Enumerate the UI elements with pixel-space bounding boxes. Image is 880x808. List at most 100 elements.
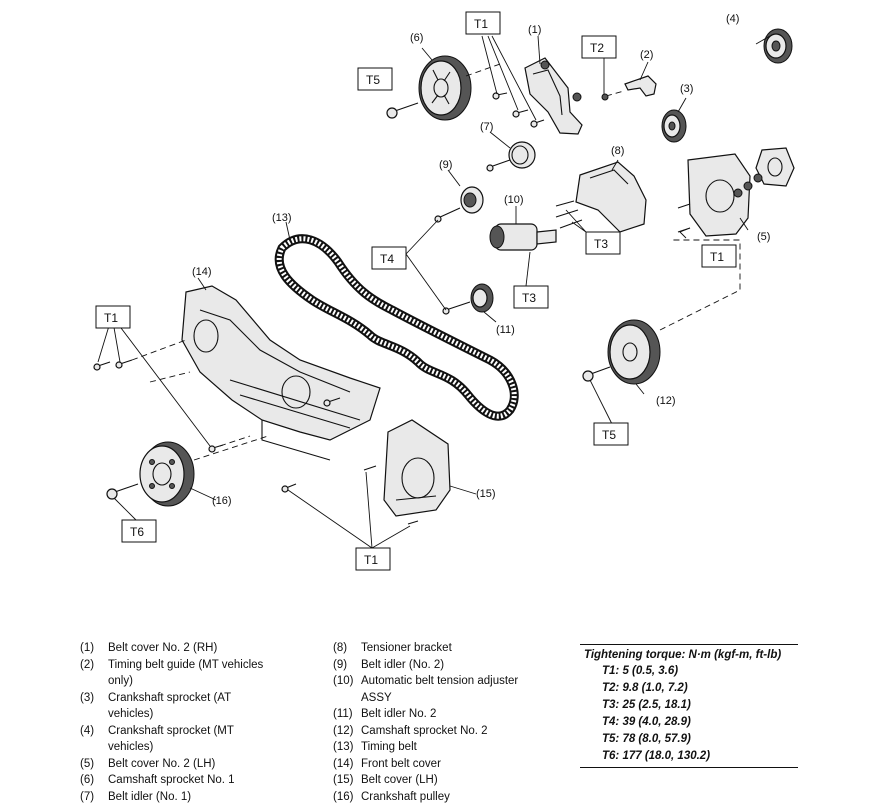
legend-item-label: Belt cover No. 2 (LH) [108,757,216,770]
belt-cover-2-rh [524,57,583,135]
legend-item-number [80,673,108,690]
legend-item-number: (12) [333,724,354,737]
svg-text:T3: T3 [522,291,536,305]
timing-belt [274,234,519,421]
legend-item: (14) Front belt cover [333,756,563,773]
legend-item-number: (6) [80,774,95,786]
legend-item-label: Belt idler (No. 1) [108,790,192,803]
callout-3: (3) [680,83,693,95]
callout-1: (1) [528,24,541,36]
legend-item-number: (11) [333,708,353,720]
legend-item-number: (4) [80,724,95,737]
torque-row: T3: 25 (2.5, 18.1) [602,699,691,711]
legend-item-number: (8) [333,642,348,654]
torque-box-t5-lower: T5 [593,422,629,446]
svg-text:T1: T1 [710,250,724,264]
belt-cover-2-lh [677,147,795,237]
torque-row: T1: 5 (0.5, 3.6) [602,665,679,677]
legend-item: (8) Tensioner bracket [333,640,563,657]
callout-10: (10) [504,194,524,206]
legend-item-label: Belt cover (LH) [361,774,438,786]
callout-6: (6) [410,32,423,44]
torque-table-title: Tightening torque: N·m (kgf-m, ft-lb) [584,649,782,661]
legend-column-1: (1)Belt cover No. 2 (RH)(2) Timing belt g… [80,640,310,805]
legend-item-number: (2) [80,658,95,671]
callout-labels: (1) (2) (3) (4) (5) (6) (7) (8) (9) (10)… [192,13,770,507]
legend-item-label: ASSY [361,691,392,704]
crankshaft-sprocket-mt [763,28,793,64]
torque-rows: T1: 5 (0.5, 3.6) T2: 9.8 (1.0, 7.2) T3: 25… [580,663,798,765]
legend-item-label: Timing belt [361,741,417,753]
legend-item-label: Front belt cover [361,757,441,770]
legend-item-number [80,739,108,756]
torque-box-t1-bottom: T1 [355,547,391,571]
callout-5: (5) [757,231,770,243]
callout-13: (13) [272,212,292,224]
legend-item: (4)Crankshaft sprocket (MT [80,723,310,740]
legend-item-label: Automatic belt tension adjuster [361,675,519,687]
legend-item: vehicles) [80,739,310,756]
torque-row: T4: 39 (4.0, 28.9) [602,716,691,728]
legend-item: vehicles) [80,706,310,723]
legend-item-number [333,690,361,707]
belt-cover-lh [363,419,451,525]
torque-row: T6: 177 (18.0, 130.2) [602,750,711,762]
legend-item: (3)Crankshaft sprocket (AT [80,690,310,707]
legend-item-number: (15) [333,774,354,786]
legend-item-number: (9) [333,658,348,671]
legend-column-2: (8) Tensioner bracket (9)Belt idler (No. 2… [333,640,563,805]
svg-text:T1: T1 [364,553,378,567]
legend-item: (16)Crankshaft pulley [333,789,563,806]
legend-item: (15) Belt cover (LH) [333,772,563,789]
legend-item-number: (5) [80,757,95,770]
callout-7: (7) [480,121,493,133]
svg-text:T6: T6 [130,525,144,539]
torque-box-t4: T4 [371,246,407,270]
timing-belt-guide [601,75,657,101]
torque-box-t5-top: T5 [357,67,393,91]
callout-11: (11) [496,324,515,336]
crankshaft-pulley [106,441,195,507]
legend-item: (5) Belt cover No. 2 (LH) [80,756,310,773]
torque-box-t3-lower: T3 [513,285,549,309]
legend-item: (6)Camshaft sprocket No. 1 [80,772,310,789]
legend-item: (2) Timing belt guide (MT vehicles [80,657,310,674]
callout-14: (14) [192,266,212,278]
torque-row: T5: 78 (8.0, 57.9) [602,733,691,745]
leader-lines [97,35,771,549]
callout-16: (16) [212,495,232,507]
legend-item: (1)Belt cover No. 2 (RH) [80,640,310,657]
torque-row: T2: 9.8 (1.0, 7.2) [602,682,688,694]
legend-item-label: vehicles) [108,741,154,753]
legend-item-number: (13) [333,741,354,753]
torque-table-top-rule [580,644,798,645]
legend-item: (10)Automatic belt tension adjuster [333,673,563,690]
legend-item: (12)Camshaft sprocket No. 2 [333,723,563,740]
torque-table: Tightening torque: N·m (kgf-m, ft-lb) T1… [580,644,798,768]
camshaft-sprocket-2 [582,319,661,385]
legend-item: (9)Belt idler (No. 2) [333,657,563,674]
torque-box-t6: T6 [121,519,157,543]
svg-text:T2: T2 [590,41,604,55]
torque-box-t1-top: T1 [465,11,501,35]
legend-item: only) [80,673,310,690]
bolts-t1-left [93,359,341,453]
legend-item-number: (14) [333,757,354,770]
legend-item-label: Timing belt guide (MT vehicles [108,658,264,671]
torque-box-t3-right: T3 [585,231,621,255]
callout-4: (4) [726,13,739,25]
torque-box-t2: T2 [581,35,617,59]
svg-text:T1: T1 [104,311,118,325]
svg-text:T1: T1 [474,17,488,31]
belt-idler-2-lower [442,283,494,315]
legend-item-label: Tensioner bracket [361,642,452,654]
torque-box-t1-left: T1 [95,305,131,329]
legend-item: ASSY [333,690,563,707]
legend-item-number: (1) [80,642,95,654]
legend-item-label: Belt idler No. 2 [361,708,437,720]
torque-box-t1-right: T1 [701,244,737,268]
callout-15: (15) [476,488,496,500]
camshaft-sprocket-1 [418,55,472,121]
legend-item-number: (3) [80,691,95,704]
legend-item-label: Crankshaft pulley [361,790,450,803]
